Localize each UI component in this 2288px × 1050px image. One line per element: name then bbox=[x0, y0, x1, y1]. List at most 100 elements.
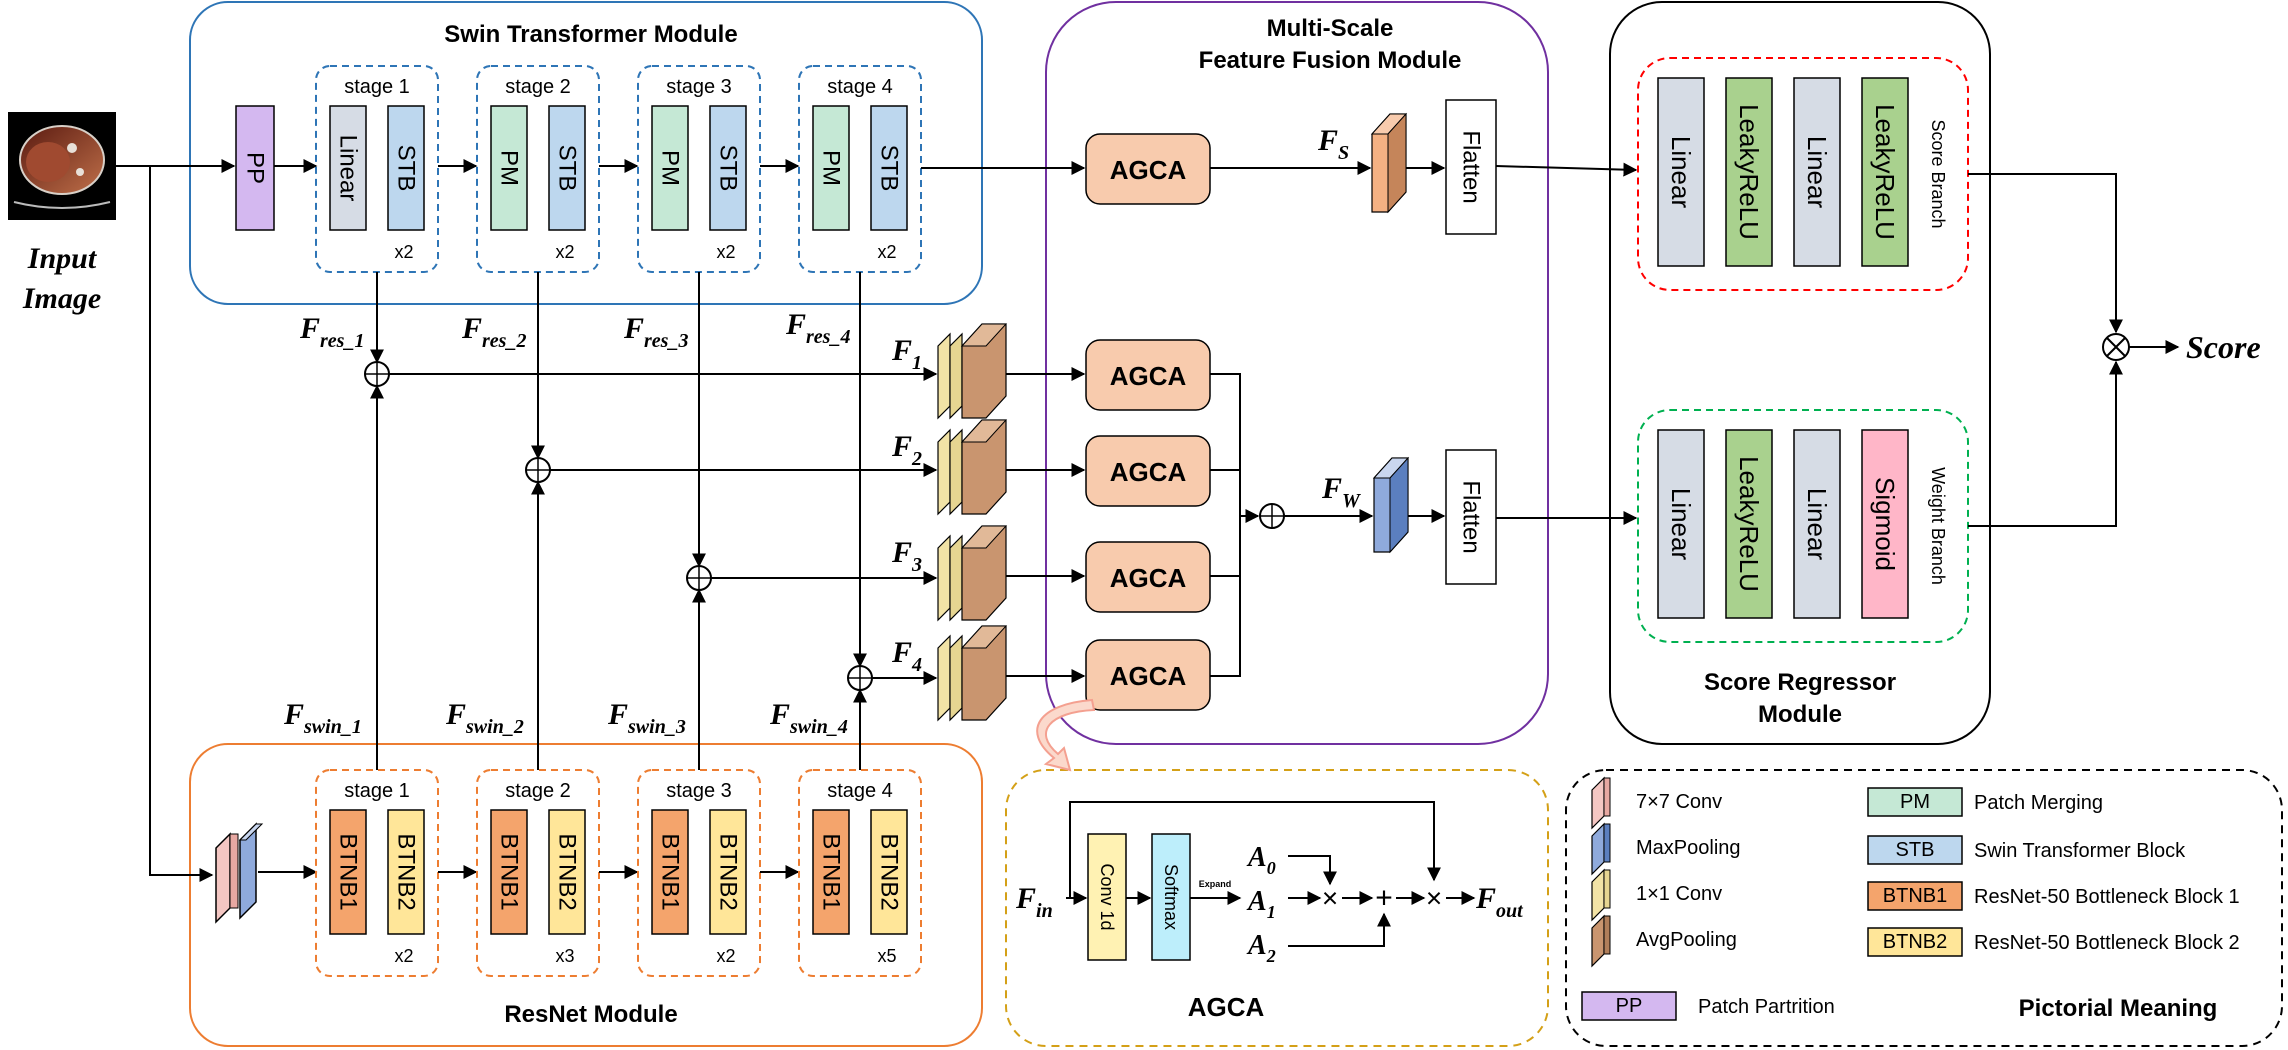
expand-label: Expand bbox=[1199, 879, 1232, 889]
fs-feature-map bbox=[1370, 112, 1408, 214]
regressor-module-title-line1: Score Regressor bbox=[1704, 669, 1896, 696]
fusion-module-title-line2: Feature Fusion Module bbox=[1199, 47, 1462, 74]
legend-pp-label: Patch Partrition bbox=[1698, 996, 1835, 1018]
legend-btnb2-swatch bbox=[1867, 927, 1963, 957]
resnet-stage3-btnb2-label: BTNB2 bbox=[715, 833, 742, 910]
fusion-sum-node bbox=[1259, 503, 1285, 529]
weight-sigmoid-block bbox=[1861, 429, 1909, 619]
regressor-module-title-line2: Module bbox=[1758, 701, 1842, 728]
swin-stage1-stb-label: STB bbox=[393, 145, 420, 192]
f-swin2-label: Fswin_2 bbox=[445, 698, 524, 738]
a0-label: A0 bbox=[1246, 842, 1276, 878]
conv1d-label: Conv 1d bbox=[1097, 863, 1117, 930]
f4-label: F4 bbox=[891, 636, 922, 676]
swin-stage4-pm-label: PM bbox=[818, 150, 845, 186]
swin-stage2-pm-block bbox=[490, 105, 528, 231]
agca-3-label: AGCA bbox=[1110, 563, 1187, 593]
weight-linear1-label: Linear bbox=[1666, 488, 1696, 561]
legend-pm-swatch-label: PM bbox=[1900, 791, 1930, 813]
resnet-stage1-repeat: x2 bbox=[394, 946, 413, 966]
resnet-stage2-label: stage 2 bbox=[505, 780, 571, 802]
fusion-module-title-line1: Multi-Scale bbox=[1267, 15, 1394, 42]
weight-linear2-block bbox=[1793, 429, 1841, 619]
f-swin4-label: Fswin_4 bbox=[769, 698, 848, 738]
legend-conv7-label: 7×7 Conv bbox=[1636, 791, 1722, 813]
resnet-module-frame bbox=[189, 743, 983, 1047]
flatten-s-label: Flatten bbox=[1458, 130, 1485, 203]
resnet-stage3-btnb1-label: BTNB1 bbox=[657, 833, 684, 910]
legend-title: Pictorial Meaning bbox=[2019, 995, 2218, 1022]
swin-stage1-repeat: x2 bbox=[394, 242, 413, 262]
weight-leakyrelu-block bbox=[1725, 429, 1773, 619]
swin-stage2-stb-block bbox=[548, 105, 586, 231]
swin-stage4-pm-block bbox=[812, 105, 850, 231]
resnet-stage1-btnb2-block bbox=[387, 809, 425, 935]
swin-stage1-linear-label: Linear bbox=[335, 135, 362, 202]
resnet-stage3-btnb2-block bbox=[709, 809, 747, 935]
legend-btnb2-swatch-label: BTNB2 bbox=[1883, 931, 1947, 953]
score-linear1-label: Linear bbox=[1666, 136, 1696, 209]
a1-label: A1 bbox=[1246, 886, 1276, 922]
weight-branch-to-multiply-arrow bbox=[1968, 360, 2123, 527]
sum-node-1 bbox=[364, 361, 390, 387]
legend-pm-label: Patch Merging bbox=[1974, 792, 2103, 814]
weight-sigmoid-label: Sigmoid bbox=[1870, 477, 1900, 571]
resnet-stem-conv-stack bbox=[215, 822, 264, 924]
legend-pp-swatch bbox=[1581, 991, 1677, 1021]
legend-stb-label: Swin Transformer Block bbox=[1974, 840, 2186, 862]
f1-feature-stack bbox=[937, 323, 1008, 420]
swin-stage2-stb-label: STB bbox=[554, 145, 581, 192]
resnet-stage2-btnb1-block bbox=[490, 809, 528, 935]
resnet-stage3-repeat: x2 bbox=[716, 946, 735, 966]
a0-to-multiply-arrow bbox=[1288, 855, 1337, 886]
resnet-stage4-btnb2-label: BTNB2 bbox=[876, 833, 903, 910]
score-branch-to-multiply-arrow bbox=[1968, 173, 2123, 334]
resnet-stage4-btnb2-block bbox=[870, 809, 908, 935]
sum-node-3 bbox=[686, 565, 712, 591]
resnet-stage4-btnb1-block bbox=[812, 809, 850, 935]
flatten-w-block bbox=[1445, 449, 1497, 585]
swin-stage2-repeat: x2 bbox=[555, 242, 574, 262]
f2-label: F2 bbox=[891, 430, 922, 470]
softmax-label: Softmax bbox=[1161, 864, 1181, 930]
sum-node-4 bbox=[847, 665, 873, 691]
a2-to-plus-arrow bbox=[1288, 912, 1391, 947]
swin-stage4-stb-label: STB bbox=[876, 145, 903, 192]
resnet-stage3-label: stage 3 bbox=[666, 780, 732, 802]
swin-stage4-repeat: x2 bbox=[877, 242, 896, 262]
fw-feature-map bbox=[1372, 456, 1410, 554]
f3-feature-stack bbox=[937, 525, 1008, 622]
score-leakyrelu1-block bbox=[1725, 77, 1773, 267]
f3-label: F3 bbox=[891, 536, 922, 576]
f1-label: F1 bbox=[891, 334, 922, 374]
score-branch-label: Score Branch bbox=[1928, 119, 1948, 228]
fin-label: Fin bbox=[1015, 882, 1053, 922]
resnet-stage2-btnb1-label: BTNB1 bbox=[496, 833, 523, 910]
score-leakyrelu2-label: LeakyReLU bbox=[1870, 104, 1900, 240]
legend-avgpool-label: AvgPooling bbox=[1636, 929, 1737, 951]
fs-label: FS bbox=[1317, 124, 1349, 164]
resnet-stage1-btnb1-label: BTNB1 bbox=[335, 833, 362, 910]
swin-stage3-pm-label: PM bbox=[657, 150, 684, 186]
agca-skip-line bbox=[1069, 801, 1441, 898]
f2-feature-stack bbox=[937, 419, 1008, 516]
f-res1-label: Fres_1 bbox=[299, 312, 364, 352]
swin-stage2-label: stage 2 bbox=[505, 76, 571, 98]
pp-block bbox=[235, 105, 275, 231]
resnet-stage2-repeat: x3 bbox=[555, 946, 574, 966]
legend-pp-swatch-label: PP bbox=[1616, 995, 1643, 1017]
swin-module-frame bbox=[189, 1, 983, 305]
weight-leakyrelu-label: LeakyReLU bbox=[1734, 456, 1764, 592]
resnet-stage1-label: stage 1 bbox=[344, 780, 410, 802]
regressor-module-frame bbox=[1609, 1, 1991, 745]
legend-frame bbox=[1565, 769, 2283, 1047]
swin-stage3-label: stage 3 bbox=[666, 76, 732, 98]
score-leakyrelu1-label: LeakyReLU bbox=[1734, 104, 1764, 240]
resnet-stage1-btnb1-block bbox=[329, 809, 367, 935]
swin-stage1-stb-block bbox=[387, 105, 425, 231]
agca-zoom-pointer bbox=[1036, 698, 1096, 772]
weight-linear1-block bbox=[1657, 429, 1705, 619]
legend-btnb1-label: ResNet-50 Bottleneck Block 1 bbox=[1974, 886, 2240, 908]
agca-plus-symbol: + bbox=[1375, 882, 1393, 915]
